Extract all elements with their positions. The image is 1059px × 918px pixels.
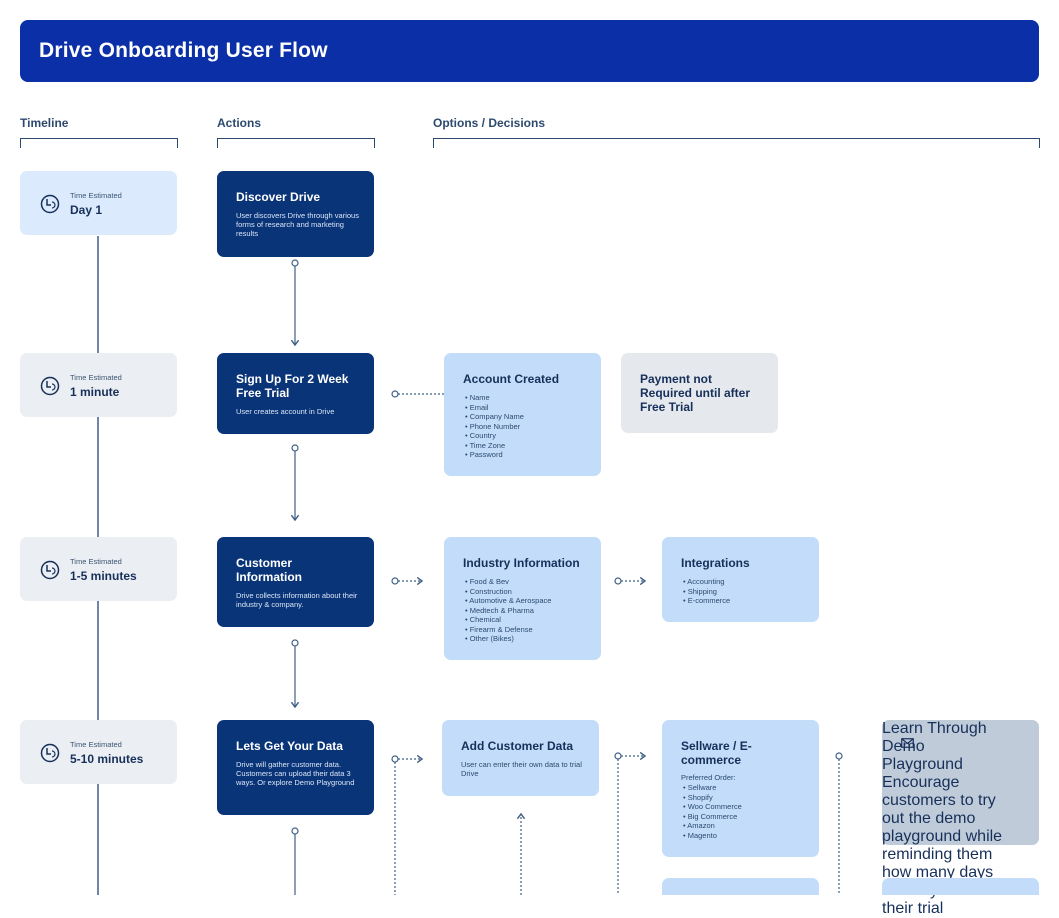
list-item: Time Zone xyxy=(470,441,524,451)
clock-icon xyxy=(40,560,60,580)
action-description: Drive collects information about their i… xyxy=(236,591,358,609)
timeline-bracket xyxy=(20,138,178,148)
option-account-created: Account Created Name Email Company Name … xyxy=(444,353,601,476)
list-item: Big Commerce xyxy=(688,812,742,822)
option-demo-playground: Learn Through Demo Playground Encourage … xyxy=(882,720,1039,917)
option-title: Payment not Required until after Free Tr… xyxy=(640,372,751,414)
option-title: Account Created xyxy=(463,372,560,386)
list-item: Email xyxy=(470,403,524,413)
timeline-label: Time Estimated xyxy=(70,373,122,382)
column-label-timeline: Timeline xyxy=(20,116,69,130)
list-item: Phone Number xyxy=(470,422,524,432)
option-box-partial xyxy=(662,878,819,895)
timeline-label: Time Estimated xyxy=(70,557,122,566)
timeline-box-2: Time Estimated 1 minute xyxy=(20,353,177,417)
list-item: Company Name xyxy=(470,412,524,422)
connector-lines xyxy=(97,236,843,895)
list-item: Chemical xyxy=(470,615,551,625)
action-title: Lets Get Your Data xyxy=(236,739,343,753)
option-description: User can enter their own data to trial D… xyxy=(461,760,582,778)
option-description: Encourage customers to try out the demo … xyxy=(882,774,1003,917)
list-item: Construction xyxy=(470,587,551,597)
list-item: Food & Bev xyxy=(470,577,551,587)
action-sign-up: Sign Up For 2 Week Free Trial User creat… xyxy=(217,353,374,434)
list-item: Shipping xyxy=(688,587,730,597)
list-item: Amazon xyxy=(687,821,742,831)
action-title: Customer Information xyxy=(236,556,302,584)
action-title: Sign Up For 2 Week Free Trial xyxy=(236,372,349,400)
action-description: Drive will gather customer data. Custome… xyxy=(236,760,355,787)
list-item: Accounting xyxy=(687,577,730,587)
list-item: Magento xyxy=(688,831,742,841)
mail-icon xyxy=(901,738,914,748)
list-item: Medtech & Pharma xyxy=(470,606,551,616)
timeline-box-3: Time Estimated 1-5 minutes xyxy=(20,537,177,601)
timeline-value: Day 1 xyxy=(70,203,103,217)
clock-icon xyxy=(40,743,60,763)
list-item: Firearm & Defense xyxy=(470,625,551,635)
option-sellware-ecommerce: Sellware / E-commerce Preferred Order: S… xyxy=(662,720,819,857)
option-payment-note: Payment not Required until after Free Tr… xyxy=(621,353,778,433)
option-title: Learn Through Demo Playground xyxy=(882,720,987,773)
page-title: Drive Onboarding User Flow xyxy=(39,39,328,62)
option-list: Accounting Shipping E-commerce xyxy=(681,577,730,606)
list-item: Country xyxy=(470,431,524,441)
action-get-your-data: Lets Get Your Data Drive will gather cus… xyxy=(217,720,374,815)
column-label-actions: Actions xyxy=(217,116,262,130)
timeline-box-1: Time Estimated Day 1 xyxy=(20,171,177,235)
list-item: Password xyxy=(470,450,524,460)
list-item: Shopify xyxy=(688,793,742,803)
timeline-value: 5-10 minutes xyxy=(70,752,144,766)
action-description: User creates account in Drive xyxy=(236,407,335,416)
list-item: E-commerce xyxy=(688,596,731,606)
option-box-partial xyxy=(882,878,1039,895)
timeline-value: 1-5 minutes xyxy=(70,569,137,583)
timeline-box-4: Time Estimated 5-10 minutes xyxy=(20,720,177,784)
option-title: Integrations xyxy=(681,556,750,570)
option-industry-information: Industry Information Food & Bev Construc… xyxy=(444,537,601,660)
option-title: Industry Information xyxy=(463,556,580,570)
header-banner: Drive Onboarding User Flow xyxy=(20,20,1039,82)
option-list: Sellware Shopify Woo Commerce Big Commer… xyxy=(681,783,742,841)
list-item: Automotive & Aerospace xyxy=(469,596,551,606)
timeline-value: 1 minute xyxy=(70,385,120,399)
option-list: Food & Bev Construction Automotive & Aer… xyxy=(463,577,551,644)
timeline-label: Time Estimated xyxy=(70,740,122,749)
timeline-label: Time Estimated xyxy=(70,191,122,200)
list-item: Name xyxy=(470,393,524,403)
actions-bracket xyxy=(217,138,375,148)
action-customer-information: Customer Information Drive collects info… xyxy=(217,537,374,627)
list-item: Other (Bikes) xyxy=(470,634,551,644)
list-item: Woo Commerce xyxy=(688,802,742,812)
action-description: User discovers Drive through various for… xyxy=(236,211,359,238)
option-integrations: Integrations Accounting Shipping E-comme… xyxy=(662,537,819,622)
action-discover-drive: Discover Drive User discovers Drive thro… xyxy=(217,171,374,257)
option-list: Name Email Company Name Phone Number Cou… xyxy=(463,393,524,460)
clock-icon xyxy=(40,194,60,214)
list-item: Sellware xyxy=(688,783,742,793)
clock-icon xyxy=(40,376,60,396)
options-bracket xyxy=(433,138,1040,148)
option-title: Add Customer Data xyxy=(461,739,574,753)
action-title: Discover Drive xyxy=(236,190,321,204)
option-add-customer-data: Add Customer Data User can enter their o… xyxy=(442,720,599,796)
option-title: Sellware / E-commerce xyxy=(681,739,752,767)
column-label-options: Options / Decisions xyxy=(433,116,546,130)
option-subtitle: Preferred Order: xyxy=(681,773,736,782)
